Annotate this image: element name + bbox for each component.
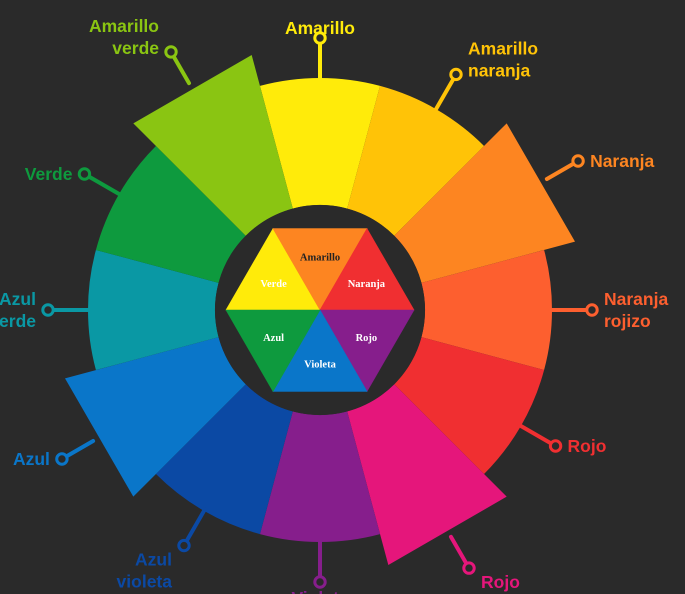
- outer-label-rojo: Rojo: [568, 436, 607, 456]
- inner-label-naranja: Naranja: [348, 279, 386, 290]
- outer-segment-azul: [64, 337, 246, 497]
- outer-segment-naranja-rojizo: [421, 249, 552, 371]
- leader-dot-rojo-violeta: [462, 561, 476, 575]
- leader-line-amarillo-naranja: [433, 72, 458, 113]
- leader-dot-verde: [77, 167, 92, 181]
- leader-line-verde: [82, 172, 123, 197]
- outer-label-amarillo: Amarillo: [285, 18, 355, 38]
- outer-segment-verde: [95, 145, 246, 283]
- outer-segment-azul-verde: [88, 249, 219, 371]
- outer-label-azul: Azul: [13, 449, 50, 469]
- leader-dot-azul: [55, 452, 69, 466]
- outer-segment-amarillo: [259, 78, 381, 209]
- outer-segment-rojo-violeta: [347, 384, 507, 566]
- leader-dot-amarillo-verde: [164, 45, 178, 59]
- leader-dot-rojo: [548, 439, 563, 453]
- leader-dot-amarillo-naranja: [449, 67, 463, 82]
- outer-segment-naranja: [394, 123, 576, 283]
- inner-segment-verde: [225, 309, 321, 393]
- leader-dot-naranja-rojizo: [585, 303, 599, 317]
- outer-ring: [64, 54, 576, 566]
- leader-dot-amarillo: [313, 31, 327, 45]
- outer-label-verde: Verde: [25, 164, 73, 184]
- inner-label-violeta: Violeta: [304, 360, 336, 371]
- outer-segment-amarillo-verde: [133, 54, 293, 236]
- inner-hexagon: [225, 227, 415, 393]
- outer-label-violeta: Violeta: [291, 588, 348, 594]
- leader-dot-azul-violeta: [177, 538, 191, 553]
- inner-label-azul: Azul: [263, 333, 284, 344]
- leader-dot-violeta: [313, 575, 327, 589]
- outer-segment-amarillo-naranja: [347, 85, 485, 236]
- inner-label-verde: Verde: [260, 279, 287, 290]
- leader-dot-naranja: [571, 154, 585, 168]
- leader-line-rojo: [517, 423, 558, 448]
- outer-label-azul-verde: Azulverde: [0, 289, 36, 331]
- outer-label-rojo-violeta: Rojovioleta: [481, 572, 537, 594]
- leader-line-azul-violeta: [182, 507, 207, 548]
- inner-label-amarillo: Amarillo: [300, 252, 340, 263]
- outer-segment-azul-violeta: [155, 384, 293, 535]
- inner-label-rojo: Rojo: [356, 333, 378, 344]
- outer-segment-violeta: [259, 411, 381, 542]
- outer-segment-rojo: [394, 337, 545, 475]
- outer-label-naranja: Naranja: [590, 151, 654, 171]
- leader-dot-azul-verde: [41, 303, 55, 317]
